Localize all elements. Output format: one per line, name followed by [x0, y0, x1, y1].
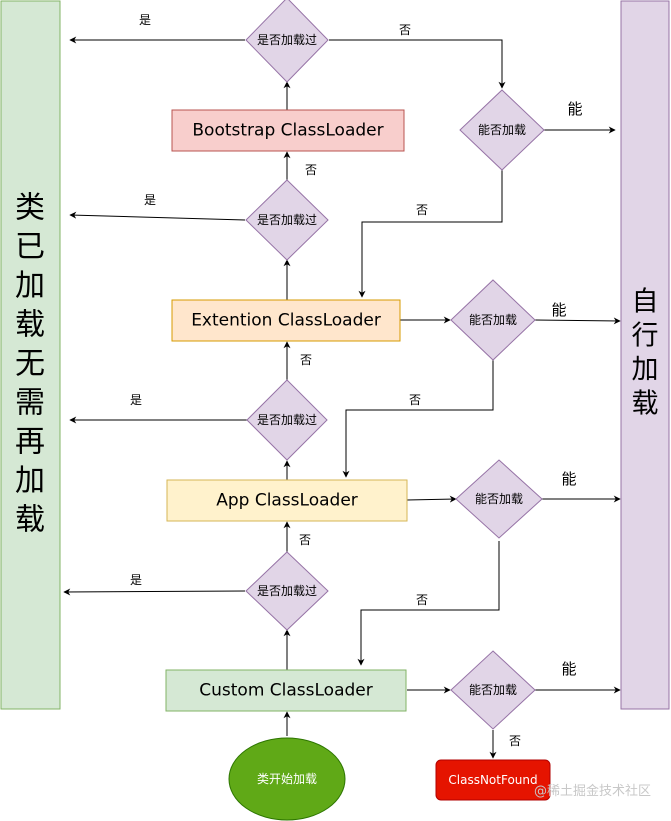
- custom-classloader-label: Custom ClassLoader: [199, 681, 373, 701]
- edge-label-can-3: 能: [561, 470, 576, 488]
- decision-loaded-label-4: 是否加载过: [257, 584, 317, 598]
- decision-can-load-1: [459, 89, 545, 171]
- self-load-panel-label-char-4: 载: [632, 389, 659, 420]
- self-load-panel-label-char-1: 自: [632, 287, 659, 318]
- decision-can-load-4: [450, 650, 536, 730]
- arrow-no-1: [358, 170, 503, 298]
- decision-can-load-2: [450, 279, 536, 361]
- edge-label-no-8: 否: [509, 734, 521, 748]
- edges: [63, 36, 621, 759]
- decision-loaded-3: [246, 379, 328, 461]
- edge-label-no-1: 否: [399, 23, 411, 37]
- loaded-panel-label-char-1: 类: [15, 191, 45, 226]
- start-node: [228, 737, 346, 821]
- decision-loaded-2: [245, 179, 329, 261]
- loaded-panel-label-char-6: 需: [15, 386, 45, 421]
- self-load-panel: [620, 0, 670, 710]
- edge-label-yes-4: 是: [130, 573, 142, 587]
- arrow-app-to-can: [406, 495, 457, 503]
- extention-classloader: [171, 299, 401, 342]
- nodes: [165, 0, 551, 821]
- app-classloader-label: App ClassLoader: [216, 491, 358, 511]
- classnotfound-node: [435, 759, 551, 801]
- app-classloader: [166, 479, 408, 522]
- arrow-yes-4: [63, 588, 246, 596]
- edge-label-yes-2: 是: [144, 193, 156, 207]
- edge-label-no-2: 否: [305, 163, 317, 177]
- bootstrap-classloader-label: Bootstrap ClassLoader: [192, 121, 383, 141]
- edge-label-can-4: 能: [561, 660, 576, 678]
- edge-label-no-6: 否: [299, 533, 311, 547]
- extention-classloader-label: Extention ClassLoader: [191, 311, 381, 331]
- arrow-can-2: [534, 317, 621, 325]
- decision-can-load-label-1: 能否加载: [478, 123, 526, 137]
- decision-can-load-label-2: 能否加载: [469, 313, 517, 327]
- bootstrap-classloader: [171, 109, 405, 152]
- edge-label-no-5: 否: [409, 393, 421, 407]
- decision-loaded-label-2: 是否加载过: [257, 213, 317, 227]
- self-load-panel-label-char-2: 行: [632, 321, 659, 352]
- decision-can-load-label-4: 能否加载: [469, 683, 517, 697]
- decision-can-load-label-3: 能否加载: [475, 492, 523, 506]
- decision-can-load-3: [455, 459, 543, 539]
- arrow-no-2: [342, 360, 494, 478]
- edge-label-can-1: 能: [567, 100, 582, 118]
- loaded-panel-label-char-8: 加: [15, 464, 45, 499]
- watermark: @稀土掘金技术社区: [533, 784, 651, 799]
- edge-label-no-7: 否: [416, 593, 428, 607]
- loaded-panel-label-char-3: 加: [15, 269, 45, 304]
- loaded-panel: [0, 0, 61, 710]
- decision-loaded-label-1: 是否加载过: [257, 33, 317, 47]
- decision-loaded-1: [245, 0, 329, 83]
- edge-label-yes-3: 是: [130, 393, 142, 407]
- edge-label-can-2: 能: [551, 301, 566, 319]
- decision-loaded-4: [245, 551, 329, 631]
- classnotfound-label: ClassNotFound: [448, 773, 537, 787]
- arrow-no-top: [329, 39, 506, 89]
- arrow-yes-2: [69, 211, 246, 221]
- loaded-panel-label-char-4: 载: [15, 308, 45, 343]
- edge-label-no-3: 否: [416, 203, 428, 217]
- loaded-panel-label-char-5: 无: [15, 347, 45, 382]
- loaded-panel-label-char-2: 已: [15, 230, 45, 265]
- loaded-panel-label-char-9: 载: [15, 503, 45, 538]
- loaded-panel-label-char-7: 再: [15, 425, 45, 460]
- decision-loaded-label-3: 是否加载过: [257, 413, 317, 427]
- start-label: 类开始加载: [257, 772, 317, 786]
- self-load-panel-label-char-3: 加: [632, 355, 659, 386]
- edge-label-no-4: 否: [300, 353, 312, 367]
- arrow-no-3: [357, 541, 500, 666]
- custom-classloader: [165, 669, 407, 712]
- edge-label-yes-1: 是: [139, 13, 151, 27]
